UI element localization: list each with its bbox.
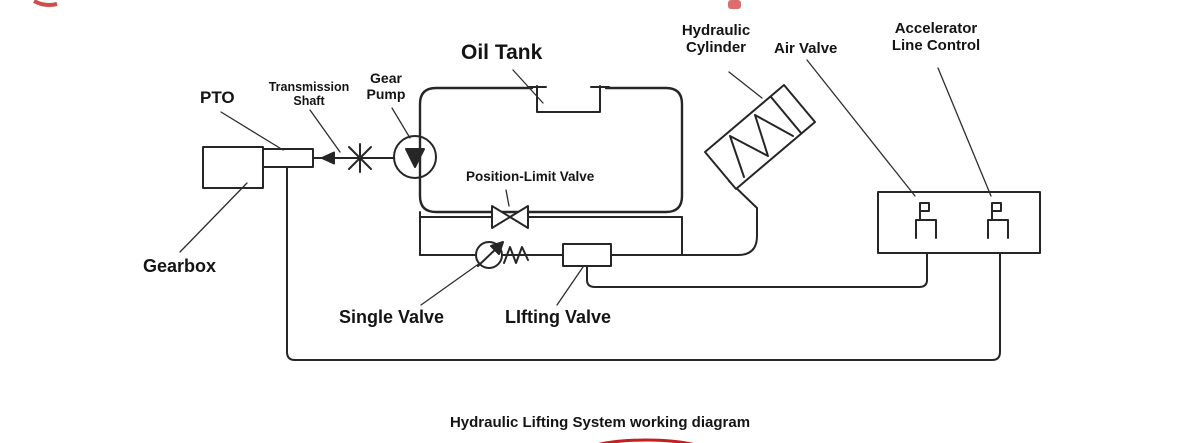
gear-pump-leader [391, 107, 411, 139]
main-pipe [419, 180, 758, 256]
cylinder-body [704, 84, 816, 190]
pto-leader [220, 111, 284, 151]
oil-filler-port-icon [527, 85, 610, 113]
label-air-valve: Air Valve [774, 40, 838, 57]
red-artifact-top-mid [728, 0, 741, 9]
red-artifact-top-left [33, 0, 58, 7]
position-limit-valve-icon [491, 205, 529, 229]
air-valve-leader [806, 59, 916, 197]
label-gear-pump: Gear Pump [354, 70, 418, 102]
transmission-leader [309, 109, 341, 153]
label-accelerator-line2: Line Control [891, 37, 981, 55]
cylinder-spring [729, 114, 794, 178]
drive-arrowhead-icon [321, 151, 335, 165]
label-transmission-line2: Shaft [293, 94, 325, 109]
red-stamp-arc [598, 438, 694, 443]
label-gear-pump-line1: Gear [370, 70, 402, 86]
label-single-valve: Single Valve [339, 307, 445, 327]
single-valve-leader [420, 262, 481, 306]
cylinder-piston-line [770, 96, 802, 134]
accelerator-linkage-line [286, 166, 1001, 361]
air-valve-symbol-icon [915, 202, 937, 239]
label-accelerator-line1: Accelerator [894, 20, 978, 37]
label-transmission-line1: Transmission [268, 80, 350, 94]
single-valve-icon [475, 241, 504, 269]
cylinder-leader [728, 71, 763, 99]
oil-tank-leader [512, 69, 544, 104]
accelerator-symbol-icon [987, 202, 1009, 239]
gearbox-body [202, 146, 264, 189]
label-gear-pump-line2: Pump [366, 86, 406, 103]
label-hydraulic-cylinder-line2: Cylinder [685, 39, 746, 57]
lifting-valve-body [562, 243, 612, 267]
oil-tank-outline [418, 86, 684, 214]
pneumatic-control-line [586, 252, 928, 288]
position-limit-valve-leader [505, 189, 510, 207]
accelerator-leader [937, 67, 992, 197]
lifting-valve-leader [556, 266, 584, 306]
universal-joint-icon [348, 143, 372, 173]
label-hydraulic-cylinder-line1: Hydraulic [681, 22, 751, 39]
spring-icon [503, 246, 529, 264]
diagram-caption: Hydraulic Lifting System working diagram [449, 414, 751, 431]
label-accelerator-line-control: Accelerator Line Control [860, 20, 1012, 55]
gearbox-leader [179, 182, 248, 253]
hydraulic-cylinder-icon [704, 84, 816, 190]
label-hydraulic-cylinder: Hydraulic Cylinder [662, 22, 770, 57]
label-pto: PTO [200, 88, 235, 107]
label-oil-tank: Oil Tank [461, 41, 543, 64]
label-position-limit-valve: Position-Limit Valve [466, 169, 595, 184]
pto-shaft-housing [262, 148, 314, 168]
control-box [877, 191, 1041, 254]
label-lifting-valve: LIfting Valve [505, 307, 612, 327]
label-gearbox: Gearbox [143, 256, 217, 276]
label-transmission-shaft: Transmission Shaft [256, 80, 362, 109]
